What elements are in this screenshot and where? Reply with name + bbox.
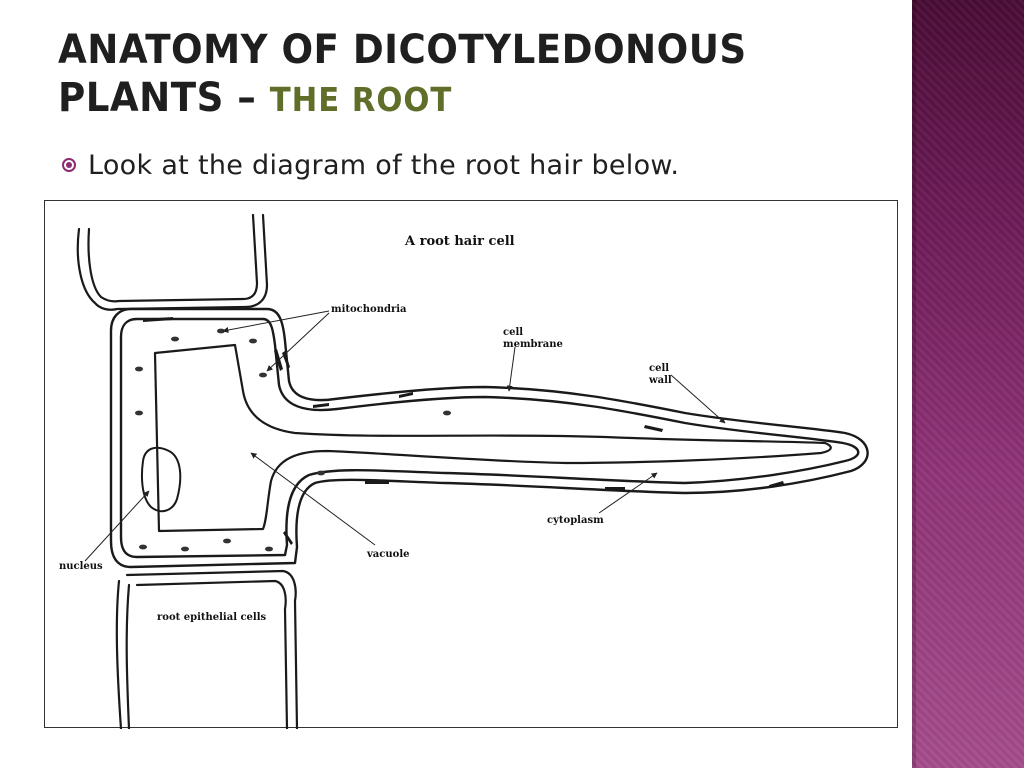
lower-epithelial-cell — [115, 569, 299, 729]
cytoplasm-granules — [135, 328, 451, 552]
label-cell-membrane-line2: membrane — [503, 339, 563, 350]
slide-title-sub: THE ROOT — [269, 80, 453, 119]
nucleus-outline — [141, 446, 182, 513]
label-cell-wall-line2: wall — [648, 375, 672, 386]
root-hair-drawing: A root hair cell mitochondria cell membr… — [59, 213, 869, 729]
label-nucleus: nucleus — [59, 561, 103, 572]
slide-title-main: ANATOMY OF DICOTYLEDONOUS PLANTS – — [58, 27, 747, 121]
decorative-side-bar — [912, 0, 1024, 768]
label-cytoplasm: cytoplasm — [547, 515, 604, 526]
bullet-icon — [62, 158, 76, 172]
label-root-epithelial-cells: root epithelial cells — [157, 612, 267, 623]
label-vacuole: vacuole — [366, 549, 409, 560]
label-mitochondria: mitochondria — [331, 304, 407, 315]
label-cell-membrane-line1: cell — [503, 327, 523, 338]
upper-epithelial-cell — [76, 213, 269, 311]
label-cell-wall-line1: cell — [649, 363, 669, 374]
root-hair-cell-wall — [109, 307, 869, 569]
vacuole-outline — [153, 343, 832, 533]
bullet-text: Look at the diagram of the root hair bel… — [88, 149, 680, 181]
diagram-title: A root hair cell — [404, 234, 515, 249]
bullet-item: Look at the diagram of the root hair bel… — [62, 147, 679, 183]
root-hair-diagram: A root hair cell mitochondria cell membr… — [44, 200, 898, 729]
mitochondria-marks — [143, 317, 784, 545]
slide-title: ANATOMY OF DICOTYLEDONOUS PLANTS – THE R… — [58, 26, 839, 124]
